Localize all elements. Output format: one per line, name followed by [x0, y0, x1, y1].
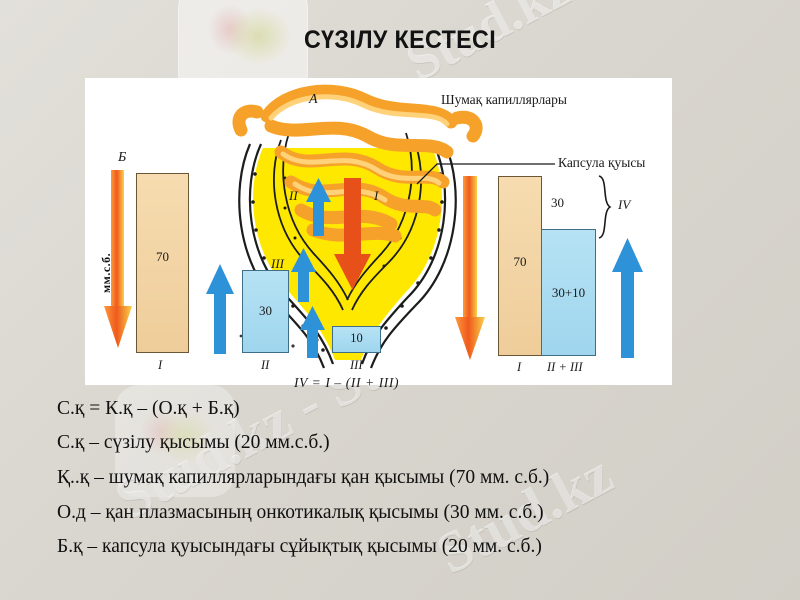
explanation-text-block: С.қ = К.қ – (О.қ + Б.қ) С.қ – сүзілу қыс…	[57, 398, 757, 570]
text-line-oncotic: О.д – қан плазмасының онкотикалық қысымы…	[57, 502, 544, 524]
left-chart-bar-3-value: 10	[350, 331, 363, 345]
text-line-capsule: Б.қ – капсула қуысындағы сұйықтық қысымы…	[57, 535, 542, 557]
nephron-mark-three: III	[271, 256, 284, 271]
right-chart-difference-label: IV	[618, 197, 631, 212]
figure-panel: A Б Шумақ капиллярлары Капсула қуысы II …	[85, 78, 672, 390]
capsule-cavity-leader-line	[416, 163, 555, 185]
capsule-pressure-arrow-up-icon	[291, 248, 316, 302]
capsule-inner-wall-left	[273, 139, 344, 311]
left-chart-bar-1-value: 70	[156, 249, 169, 264]
left-chart-down-arrow-icon	[104, 170, 132, 348]
right-chart-bar-2-label: II + III	[547, 360, 583, 374]
nephron-mark-two: II	[289, 188, 298, 203]
slide-title: СҮЗІЛУ КЕСТЕСІ	[303, 26, 497, 54]
figure-label-b: Б	[118, 150, 127, 165]
left-chart-up-arrow-icon-3	[300, 306, 325, 358]
oncotic-arrow-up-icon	[306, 178, 331, 236]
text-line-formula: С.қ = К.қ – (О.қ + Б.қ)	[57, 398, 240, 419]
capsule-inner-wall-right2	[346, 132, 413, 301]
left-chart-up-arrow-icon-2	[206, 264, 234, 354]
left-chart-bar-3-label: III	[350, 358, 363, 372]
right-chart-bar-2: 30+10	[541, 229, 596, 356]
right-chart-bar-1: 70	[498, 176, 542, 356]
right-chart-up-arrow-icon	[612, 238, 643, 358]
left-chart-bar-3: 10	[332, 326, 381, 353]
left-chart-bar-2-value: 30	[259, 303, 272, 318]
right-chart-brace-icon	[598, 175, 612, 239]
right-chart-bar-1-value: 70	[513, 254, 527, 269]
figure-label-a: A	[309, 92, 318, 107]
right-chart-difference-value: 30	[551, 195, 564, 210]
nephron-mark-one: I	[374, 188, 379, 203]
left-chart-bar-1: 70	[136, 173, 189, 353]
capsule-inner-wall-right	[351, 139, 422, 311]
filtration-arrow-down-icon	[334, 178, 371, 290]
capsule-inner-wall-left2	[282, 132, 349, 301]
right-chart-bar-2-value: 30+10	[551, 285, 586, 300]
left-chart-bar-2-label: II	[261, 358, 270, 372]
left-chart-bar-2: 30	[242, 270, 289, 353]
text-line-capillary: Қ..қ – шумақ капиллярларындағы қан қысым…	[57, 466, 550, 488]
right-chart-bar-1-label: I	[517, 360, 522, 374]
callout-capsule-cavity: Капсула қуысы	[558, 155, 646, 170]
capsule-outer-wall-right2	[369, 143, 457, 369]
right-chart-down-arrow-icon	[455, 176, 485, 360]
filtration-formula: IV = I – (II + III)	[294, 375, 400, 390]
text-line-filtration: С.қ – сүзілу қысымы (20 мм.с.б.)	[57, 432, 330, 454]
left-chart-bar-1-label: I	[158, 358, 163, 372]
callout-glomerular-capillaries: Шумақ капиллярлары	[441, 92, 567, 107]
